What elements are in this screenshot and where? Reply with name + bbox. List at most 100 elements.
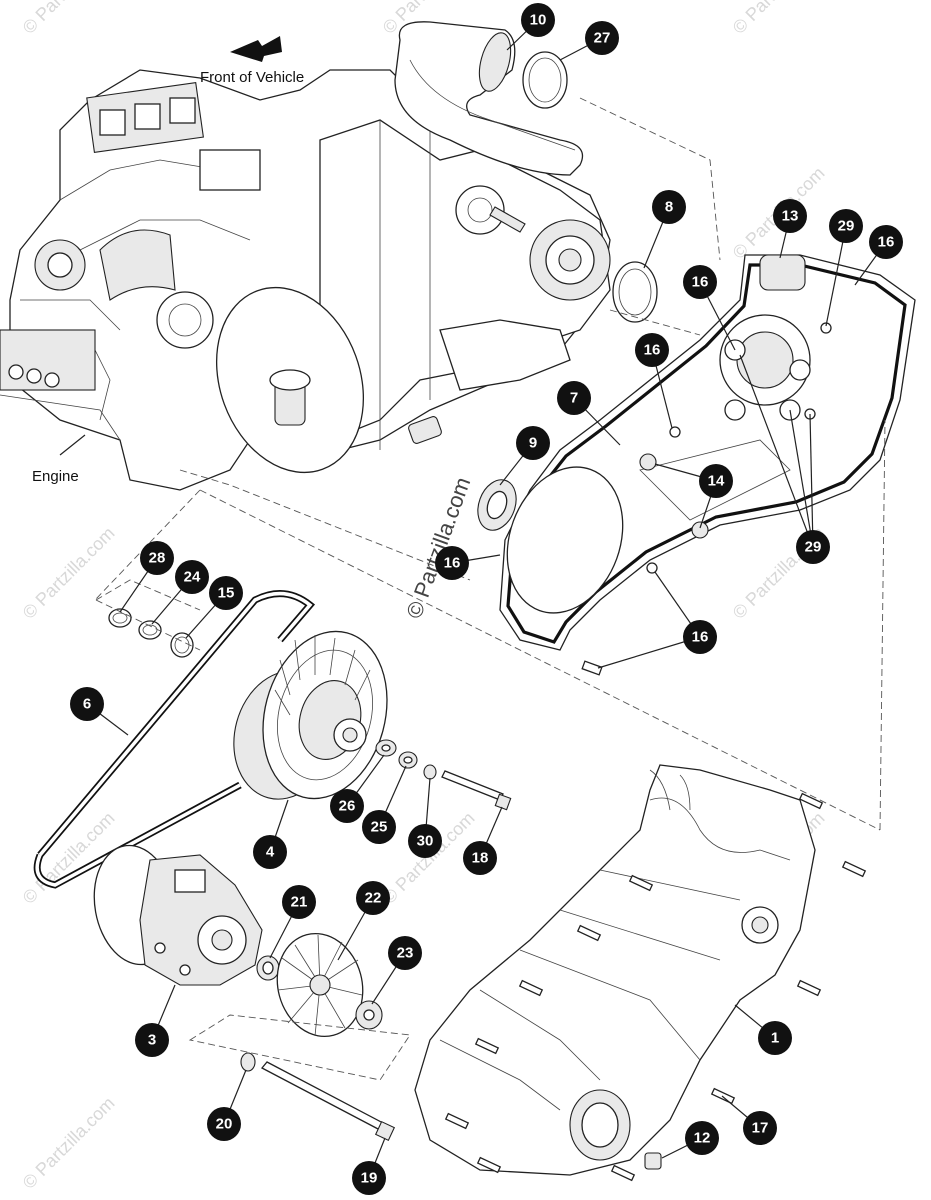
drive-clutch <box>93 844 263 986</box>
callout-number: 29 <box>805 539 822 556</box>
bolt-19 <box>260 1061 387 1131</box>
callout-number: 29 <box>838 218 855 235</box>
callout-7: 7 <box>557 381 591 415</box>
callout-16-top-right: 16 <box>869 225 903 259</box>
callout-number: 9 <box>529 435 537 452</box>
callout-bubble <box>140 541 174 575</box>
engine-label: Engine <box>32 468 79 485</box>
callout-10: 10 <box>521 3 555 37</box>
callout-bubble <box>557 381 591 415</box>
callout-bubble <box>253 835 287 869</box>
callout-28: 28 <box>140 541 174 575</box>
watermark-repeat: © Partzilla.com <box>19 0 119 38</box>
callout-27: 27 <box>585 21 619 55</box>
callout-26: 26 <box>330 789 364 823</box>
callout-20: 20 <box>207 1107 241 1141</box>
callout-bubble <box>356 881 390 915</box>
washer-20 <box>240 1052 256 1072</box>
callout-bubble <box>463 841 497 875</box>
callout-number: 16 <box>878 234 895 251</box>
callout-bubble <box>282 885 316 919</box>
callout-18: 18 <box>463 841 497 875</box>
washer-28 <box>108 608 132 628</box>
callout-23: 23 <box>388 936 422 970</box>
callout-number: 30 <box>417 833 434 850</box>
callout-number: 13 <box>782 208 799 225</box>
callout-4: 4 <box>253 835 287 869</box>
watermark-main: © Partzilla.com <box>401 474 475 622</box>
fan-22 <box>276 932 364 1038</box>
callout-bubble <box>829 209 863 243</box>
callout-29-top: 29 <box>829 209 863 243</box>
callout-29-bottom: 29 <box>796 530 830 564</box>
callout-number: 17 <box>752 1120 769 1137</box>
callout-bubble <box>699 464 733 498</box>
callout-bubble <box>743 1111 777 1145</box>
callout-12: 12 <box>685 1121 719 1155</box>
callout-bubble <box>585 21 619 55</box>
watermark-repeat: © Partzilla.com <box>19 523 119 623</box>
watermark-repeat: © Partzilla.com <box>19 1093 119 1193</box>
callout-number: 27 <box>594 30 611 47</box>
callout-bubble <box>773 199 807 233</box>
callout-3: 3 <box>135 1023 169 1057</box>
callout-16-left: 16 <box>435 546 469 580</box>
callout-number: 26 <box>339 798 356 815</box>
engine-illustration: Front of Vehicle Engine <box>0 36 611 491</box>
driven-clutch <box>233 630 388 800</box>
callout-bubble <box>635 333 669 367</box>
callout-bubble <box>685 1121 719 1155</box>
callout-6: 6 <box>70 687 104 721</box>
callout-number: 20 <box>216 1116 233 1133</box>
callout-number: 16 <box>692 274 709 291</box>
callout-number: 23 <box>397 945 414 962</box>
drive-belt <box>33 590 316 889</box>
callout-number: 15 <box>218 585 235 602</box>
callout-bubble <box>683 265 717 299</box>
callout-number: 6 <box>83 696 91 713</box>
callout-bubble <box>135 1023 169 1057</box>
intake-duct <box>394 21 584 176</box>
outer-clutch-cover <box>414 764 867 1182</box>
callout-24: 24 <box>175 560 209 594</box>
bolt-18 <box>441 770 504 801</box>
callout-bubble <box>175 560 209 594</box>
callout-9: 9 <box>516 426 550 460</box>
callout-number: 12 <box>694 1130 711 1147</box>
callout-19: 19 <box>352 1161 386 1195</box>
callout-number: 22 <box>365 890 382 907</box>
callout-22: 22 <box>356 881 390 915</box>
assembly-dashed-lines <box>94 97 886 1081</box>
nut-30 <box>423 764 437 780</box>
callout-bubble <box>352 1161 386 1195</box>
callouts: 10 27 8 13 29 16 16 16 7 9 14 29 16 16 2… <box>70 3 903 1195</box>
callout-number: 4 <box>266 844 275 861</box>
callout-13: 13 <box>773 199 807 233</box>
callout-25: 25 <box>362 810 396 844</box>
callout-14: 14 <box>699 464 733 498</box>
callout-17: 17 <box>743 1111 777 1145</box>
callout-16-upper: 16 <box>683 265 717 299</box>
callout-bubble <box>796 530 830 564</box>
callout-bubble <box>652 190 686 224</box>
callout-number: 16 <box>444 555 461 572</box>
callout-16-mid: 16 <box>635 333 669 367</box>
callout-number: 18 <box>472 850 489 867</box>
callout-bubble <box>209 576 243 610</box>
callout-number: 28 <box>149 550 166 567</box>
callout-21: 21 <box>282 885 316 919</box>
callout-bubble <box>869 225 903 259</box>
washer-24 <box>138 620 162 640</box>
callout-number: 10 <box>530 12 547 29</box>
callout-bubble <box>516 426 550 460</box>
callout-bubble <box>521 3 555 37</box>
callout-number: 8 <box>665 199 673 216</box>
callout-8: 8 <box>652 190 686 224</box>
inner-clutch-cover <box>499 254 916 676</box>
callout-bubble <box>758 1021 792 1055</box>
callout-number: 19 <box>361 1170 378 1187</box>
callout-15: 15 <box>209 576 243 610</box>
plug-12 <box>644 1152 662 1170</box>
callout-bubble <box>435 546 469 580</box>
callout-bubble <box>408 824 442 858</box>
